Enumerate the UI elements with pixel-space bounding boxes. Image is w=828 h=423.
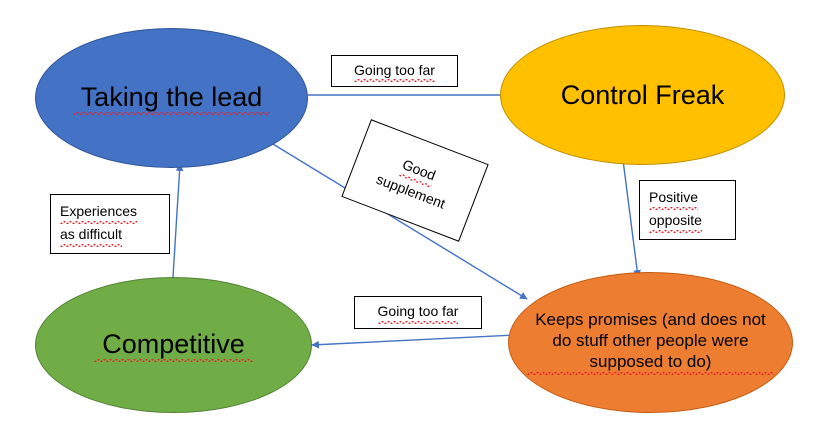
node-keeps-promises[interactable]: Keeps promises (and does not do stuff ot… xyxy=(508,272,793,413)
edge-label-text-line2: opposite xyxy=(649,210,702,233)
node-competitive[interactable]: Competitive xyxy=(35,277,312,413)
node-control-freak[interactable]: Control Freak xyxy=(500,25,785,165)
edge-label-text-line2: as difficult xyxy=(60,224,122,247)
edge-label-text: Going too far xyxy=(377,301,459,324)
edge-label-text: Going too far xyxy=(354,59,435,83)
node-label-taking-the-lead: Taking the lead xyxy=(73,80,271,116)
edge-label-going-too-far-top[interactable]: Going too far xyxy=(331,55,458,87)
node-label-control-freak: Control Freak xyxy=(560,79,725,110)
edge-competitive-to-lead xyxy=(171,163,184,294)
edge-label-text-line1: Experiences xyxy=(60,201,138,224)
edge-label-text-line1: Positive xyxy=(649,187,699,210)
edge-label-positive-opposite[interactable]: Positive opposite xyxy=(639,180,736,240)
edge-control-freak-to-keeps-promises xyxy=(622,159,641,278)
edge-label-good-supplement[interactable]: Good supplement xyxy=(341,119,489,242)
node-label-competitive: Competitive xyxy=(94,327,253,363)
node-label-keeps-promises: Keeps promises (and does not do stuff ot… xyxy=(527,310,774,374)
edge-label-going-too-far-bottom[interactable]: Going too far xyxy=(354,296,482,329)
edge-label-experiences-as-difficult[interactable]: Experiences as difficult xyxy=(50,194,170,254)
node-taking-the-lead[interactable]: Taking the lead xyxy=(35,28,308,168)
